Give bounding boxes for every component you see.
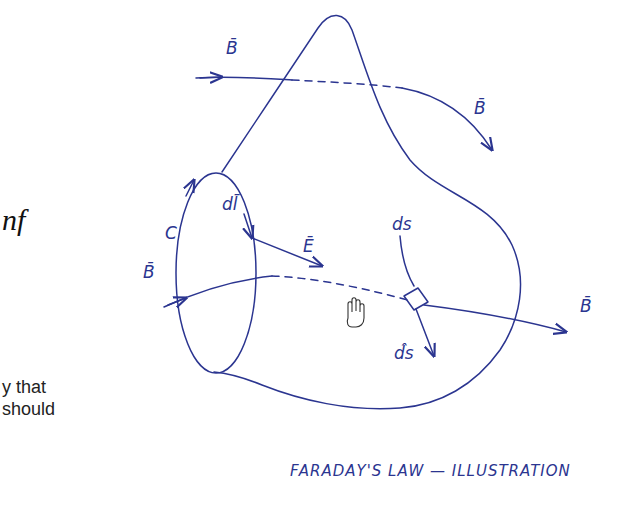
contour-symbol: C [165,225,177,242]
text-fragment: nf [2,205,25,235]
text-fragment: should [2,400,55,418]
field-symbol: B̄ [226,40,238,57]
element-symbol: dl̄ [222,196,238,213]
field-symbol: B̄ [474,100,486,117]
normal-symbol: d̂s [394,345,414,362]
field-symbol: B̄ [143,264,155,281]
diagram-title: FARADAY'S LAW — ILLUSTRATION [290,464,571,479]
field-symbol: B̄ [580,298,592,315]
text-fragment: y that [2,378,46,396]
field-symbol: Ē [303,238,314,255]
area-symbol: ds [392,216,412,233]
